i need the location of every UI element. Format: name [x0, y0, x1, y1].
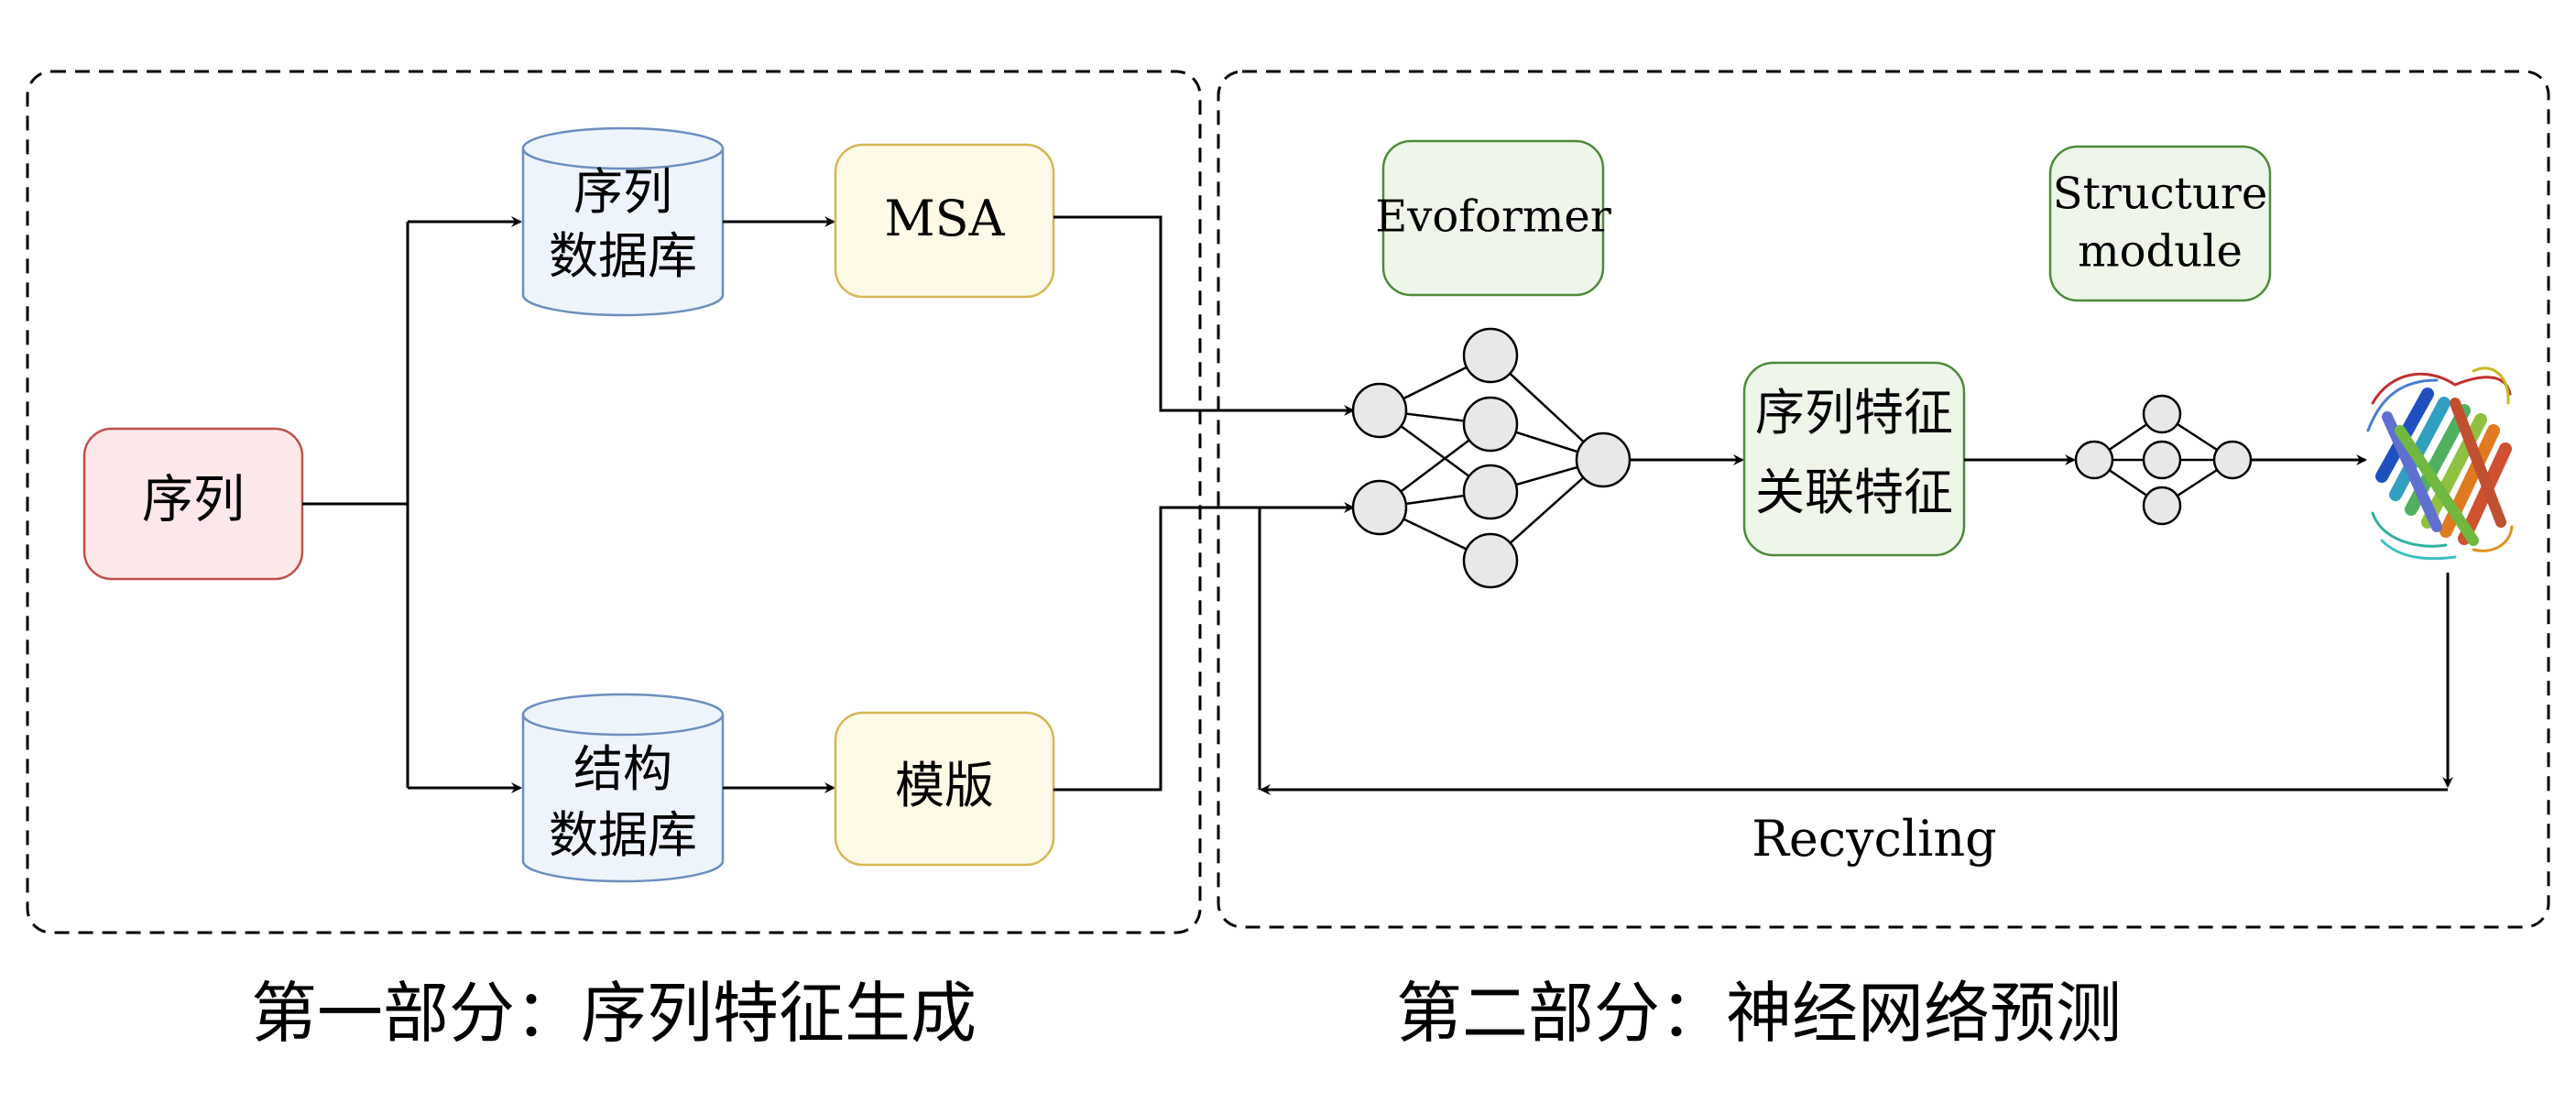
features-box: 序列特征 关联特征	[1742, 361, 1966, 557]
nn-hidden-node-1	[1462, 327, 1519, 384]
sm-hidden-node-2	[2142, 440, 2182, 480]
nn-input-node-1	[1351, 382, 1408, 439]
part1-panel	[26, 70, 1202, 934]
sequence-box: 序列	[82, 427, 304, 581]
structure-module-box: Structure module	[2048, 145, 2272, 302]
sm-output-node	[2212, 440, 2253, 480]
recycling-loop	[1258, 508, 2453, 795]
sm-input-node	[2074, 440, 2114, 480]
structure-database-cylinder: 结构 数据库	[521, 693, 725, 883]
features-label-line2: 关联特征	[1755, 464, 1953, 521]
template-box: 模版	[834, 711, 1055, 867]
sequence-database-label-line1: 序列	[573, 163, 672, 221]
nn-output-node	[1575, 431, 1632, 488]
evoformer-box: Evoformer	[1375, 139, 1611, 297]
feature-to-network-connectors	[1053, 215, 1355, 792]
features-label-line1: 序列特征	[1755, 384, 1953, 442]
structure-network	[2074, 394, 2253, 526]
sequence-label: 序列	[142, 471, 245, 530]
part2-panel	[1217, 70, 2550, 929]
evoformer-network	[1351, 327, 1632, 589]
nn-hidden-node-4	[1462, 532, 1519, 589]
msa-box: MSA	[834, 143, 1055, 299]
nn-hidden-node-3	[1462, 464, 1519, 520]
structure-database-label-line2: 数据库	[549, 806, 697, 864]
protein-structure-image	[2366, 366, 2514, 561]
structure-database-label-line1: 结构	[573, 740, 672, 798]
recycling-label: Recycling	[1752, 810, 1997, 868]
sm-hidden-node-3	[2142, 486, 2182, 526]
template-label: 模版	[895, 757, 994, 814]
part2-caption: 第二部分：神经网络预测	[1396, 975, 2122, 1052]
split-connector	[302, 216, 522, 793]
nn-input-node-2	[1351, 479, 1408, 536]
sequence-database-label-line2: 数据库	[549, 227, 697, 285]
sm-hidden-node-1	[2142, 394, 2182, 434]
structure-module-label-line2: module	[2078, 226, 2243, 278]
structure-module-label-line1: Structure	[2053, 169, 2267, 220]
db-arrows	[723, 216, 835, 793]
msa-label: MSA	[884, 190, 1005, 247]
evoformer-label: Evoformer	[1375, 191, 1611, 243]
part1-caption: 第一部分：序列特征生成	[251, 975, 977, 1052]
sequence-database-cylinder: 序列 数据库	[521, 126, 725, 317]
nn-hidden-node-2	[1462, 396, 1519, 453]
